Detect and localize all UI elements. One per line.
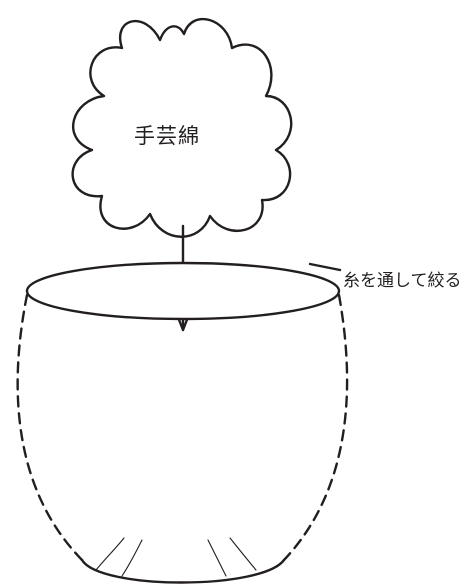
pouch-bottom bbox=[80, 558, 286, 584]
string-gather-label: 糸を通して絞る bbox=[343, 271, 462, 291]
gather-wrinkle-4 bbox=[229, 537, 257, 571]
string-leader-line bbox=[308, 262, 342, 272]
cotton-stuffing-label: 手芸綿 bbox=[134, 124, 200, 148]
gather-wrinkle-3 bbox=[207, 539, 227, 577]
pouch-opening bbox=[25, 261, 341, 321]
gather-wrinkle-2 bbox=[121, 539, 143, 577]
cotton-cloud-shape bbox=[71, 17, 293, 238]
gather-wrinkle-1 bbox=[95, 537, 125, 571]
pouch-right-side-dashed bbox=[282, 293, 349, 562]
pouch-left-side-dashed bbox=[16, 293, 84, 562]
